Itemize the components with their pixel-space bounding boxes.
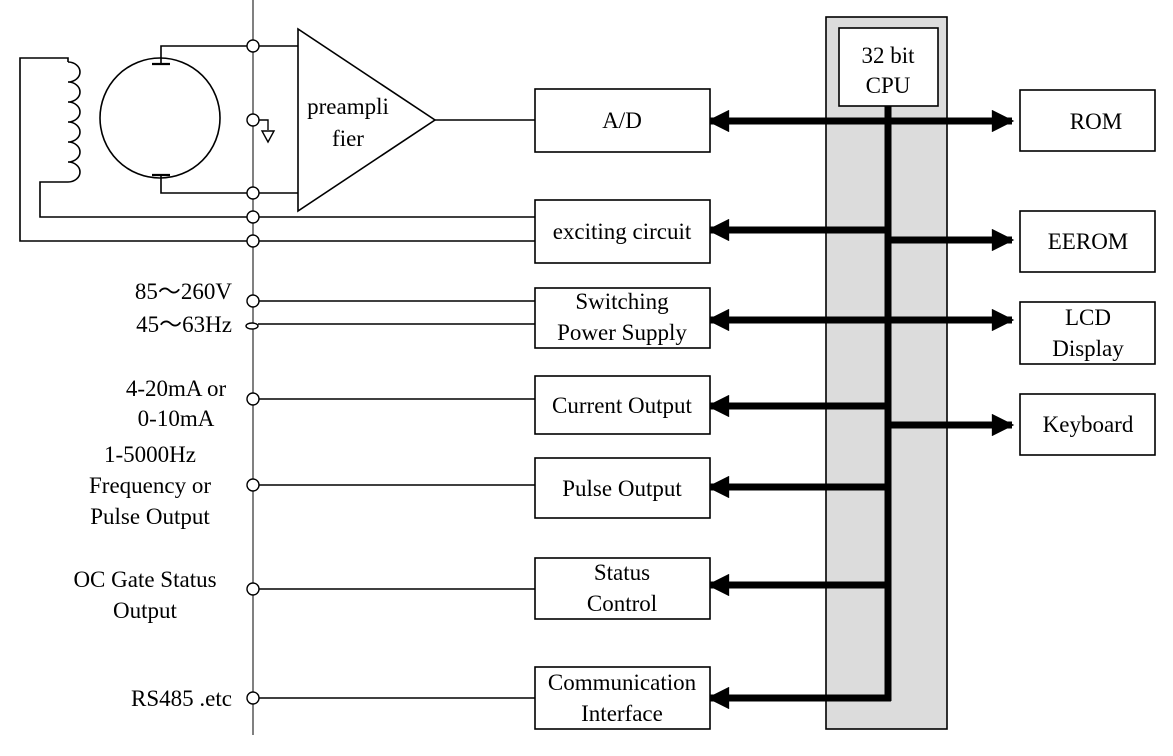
pulse-label-3: Pulse Output: [90, 504, 210, 529]
current-range-label-1: 4-20mA or: [126, 376, 227, 401]
cpu-label-2: CPU: [866, 73, 911, 98]
status-label-1: Status: [594, 560, 650, 585]
lcd-label-1: LCD: [1065, 305, 1111, 330]
oc-terminal: [246, 582, 260, 596]
ad-label: A/D: [602, 108, 642, 133]
oc-label-2: Output: [113, 598, 178, 623]
oc-label-1: OC Gate Status: [73, 567, 216, 592]
eerom-block: [1019, 210, 1156, 273]
supply-terminal-1: [246, 294, 260, 308]
status-label-2: Control: [587, 591, 657, 616]
current-output-label: Current Output: [552, 393, 693, 418]
rom-block: [1019, 89, 1156, 152]
electrode-circle: [99, 57, 221, 179]
rs485-label: RS485 .etc: [131, 686, 232, 711]
comm-label-2: Interface: [581, 701, 663, 726]
comm-label-1: Communication: [548, 670, 697, 695]
exciting-label: exciting circuit: [553, 219, 692, 244]
lcd-label-2: Display: [1052, 336, 1124, 361]
pulse-label-1: 1-5000Hz: [104, 442, 196, 467]
pulse-terminal: [246, 478, 260, 492]
supply-voltage-label: 85～260V: [135, 279, 233, 304]
rs485-terminal: [246, 691, 260, 705]
eerom-label: EEROM: [1048, 229, 1129, 254]
preamp-label-1: preampli: [307, 94, 389, 119]
pulse-output-label: Pulse Output: [562, 476, 682, 501]
power-label-2: Power Supply: [557, 320, 687, 345]
exciting-circuit-block: [534, 199, 711, 264]
cpu-box: [838, 27, 939, 107]
pulse-label-2: Frequency or: [89, 473, 211, 498]
bus-arrows: [706, 109, 1015, 710]
preamplifier: preampli fier: [259, 27, 437, 213]
preamp-label-2: fier: [332, 126, 364, 151]
lcd-display-block: [1019, 301, 1156, 365]
power-label-1: Switching: [575, 289, 669, 314]
rom-label: ROM: [1070, 109, 1122, 134]
supply-terminal-2: [245, 322, 259, 330]
status-control-block: [534, 557, 711, 620]
keyboard-label: Keyboard: [1043, 412, 1134, 437]
current-terminal: [246, 392, 260, 406]
ad-block: [534, 88, 711, 153]
communication-block: [534, 666, 711, 730]
sensor-assembly: [19, 45, 247, 242]
keyboard-block: [1019, 393, 1156, 456]
supply-frequency-label: 45～63Hz: [136, 312, 232, 337]
pulse-output-block: [534, 457, 711, 519]
cpu-label-1: 32 bit: [861, 43, 915, 68]
current-output-block: [534, 375, 711, 435]
ground-icon: [259, 119, 276, 144]
power-supply-block: [534, 287, 711, 349]
excitation-coil: [67, 61, 81, 183]
current-range-label-2: 0-10mA: [138, 406, 215, 431]
